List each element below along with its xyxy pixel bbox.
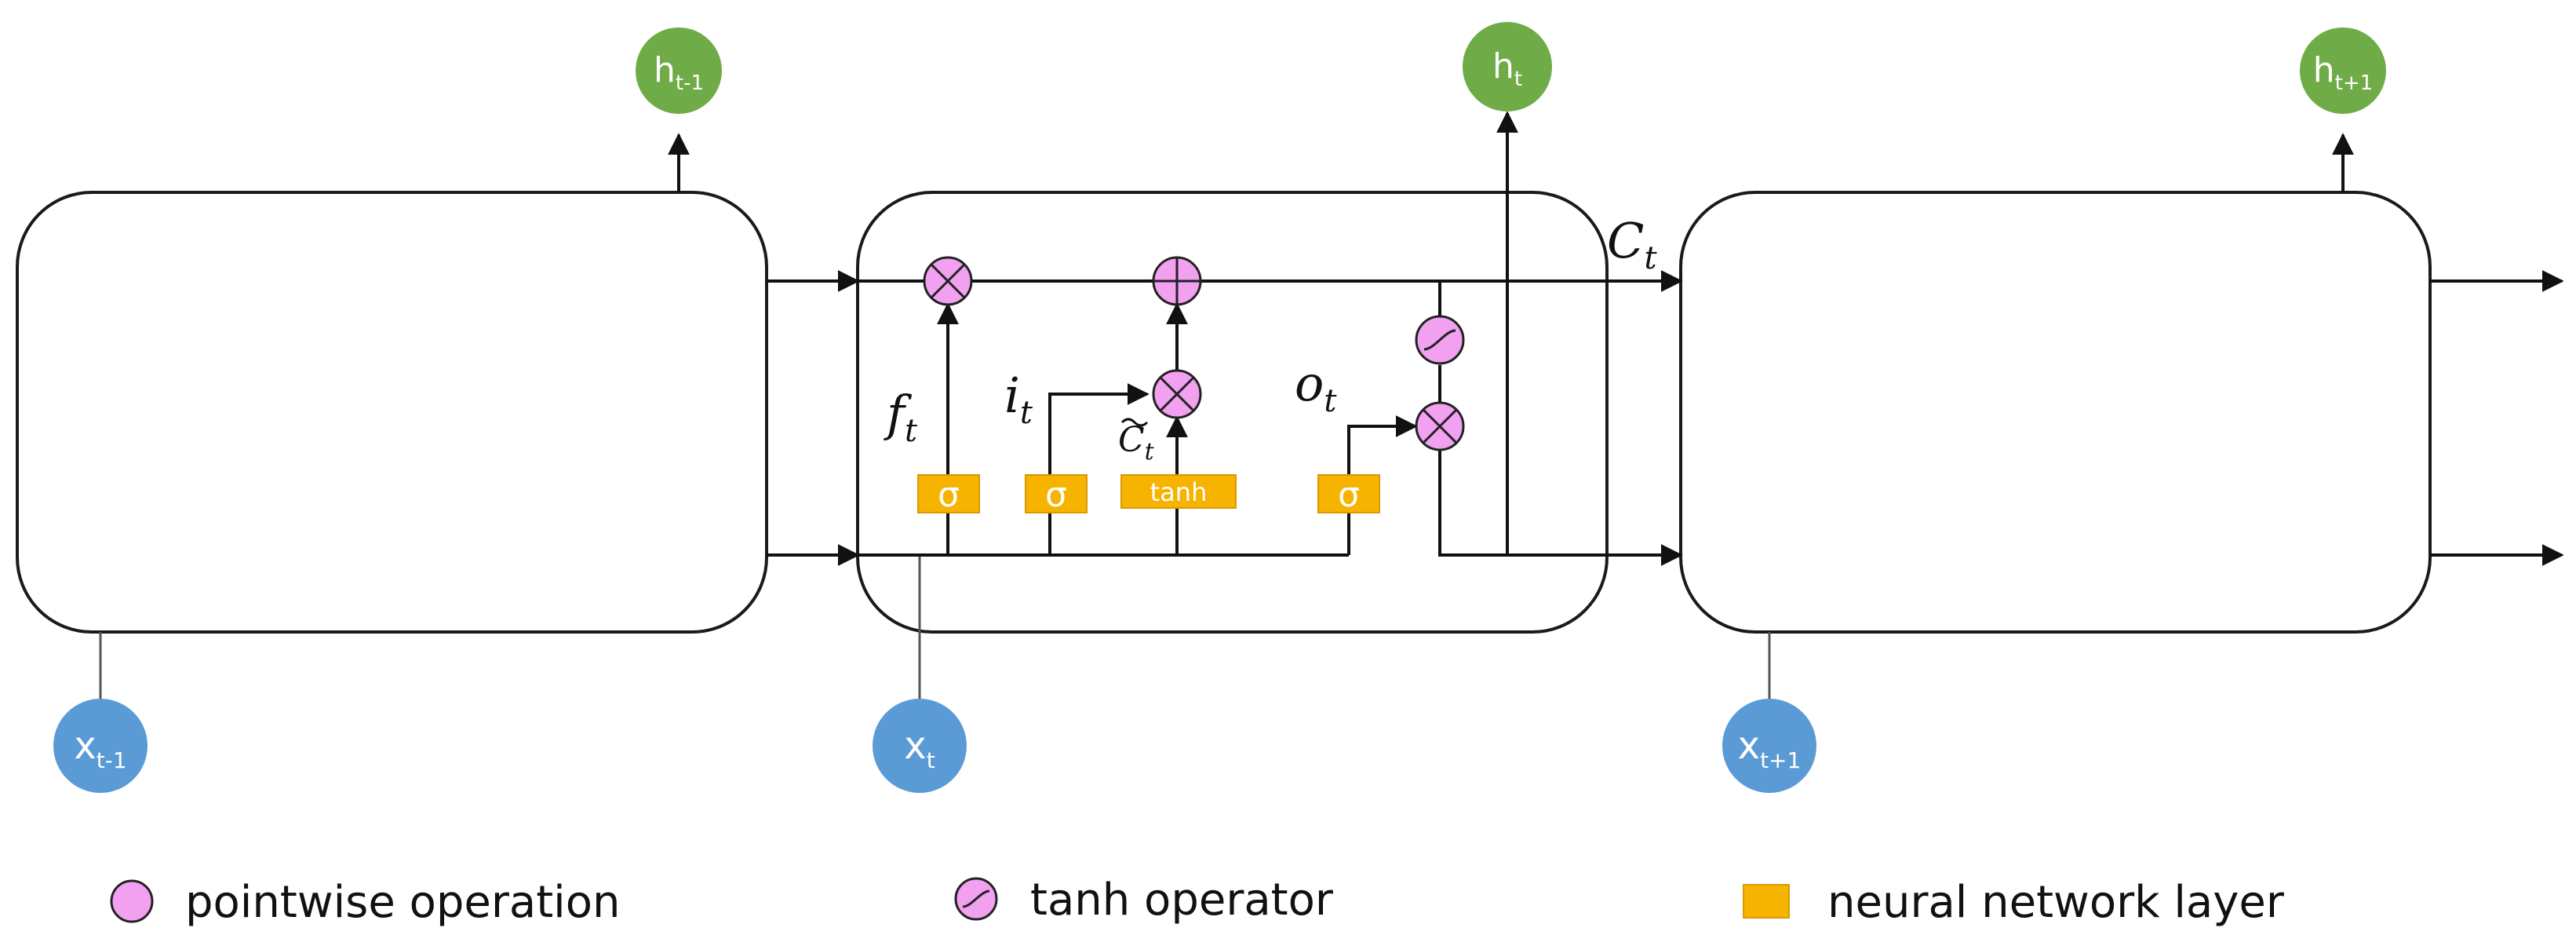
input-sigma-layer: σ: [1025, 474, 1088, 515]
cell-next: [1679, 191, 2432, 634]
output-node-curr: ht: [1463, 22, 1552, 111]
input-sigma-label: σ: [1045, 475, 1067, 515]
input-prev-base: x: [74, 724, 96, 768]
output-sigma-label: σ: [1338, 475, 1360, 515]
output-sigma-layer: σ: [1317, 474, 1380, 515]
svg-text:xt+1: xt+1: [1738, 724, 1802, 773]
output-node-next: ht+1: [2300, 27, 2386, 114]
output-curr-base: h: [1492, 46, 1514, 86]
output-to-hidden-wire: [1438, 451, 1607, 557]
tanh-operator: [1415, 315, 1465, 365]
legend-pointwise-text: pointwise operation: [185, 877, 620, 928]
input-gate-label: it: [1004, 367, 1033, 431]
output-prev-base: h: [654, 50, 676, 90]
output-next-base: h: [2313, 50, 2335, 90]
output-gate-label: ot: [1295, 355, 1337, 419]
legend-pointwise: pointwise operation: [110, 877, 620, 928]
forget-sigma-label: σ: [938, 475, 960, 515]
output-next-sub: t+1: [2335, 71, 2374, 95]
input-next-sub: t+1: [1760, 747, 1801, 773]
svg-text:xt: xt: [904, 724, 935, 773]
svg-text:ht: ht: [1492, 46, 1522, 91]
cell-prev: [16, 191, 768, 634]
output-multiply-op: [1415, 401, 1465, 451]
legend-layer-text: neural network layer: [1827, 877, 2285, 928]
candidate-label: Ct: [1118, 418, 1155, 466]
svg-text:xt-1: xt-1: [74, 724, 126, 773]
cell-current: [856, 191, 1609, 634]
output-curr-sub: t: [1514, 68, 1522, 91]
add-op: [1152, 256, 1202, 306]
tanh-label: tanh: [1150, 477, 1208, 507]
input-prev-sub: t-1: [97, 747, 127, 773]
tilde-mark: [1120, 418, 1149, 427]
cell-state-label: Ct: [1607, 212, 1657, 276]
legend-tanh-text: tanh operator: [1030, 875, 1334, 926]
svg-text:ht-1: ht-1: [654, 50, 704, 95]
output-node-prev: ht-1: [636, 27, 722, 114]
input-node-next: xt+1: [1722, 699, 1816, 793]
input-multiply-op: [1152, 369, 1202, 419]
forget-sigma-layer: σ: [917, 474, 980, 515]
legend-layer: neural network layer: [1743, 877, 2285, 928]
input-next-base: x: [1738, 724, 1760, 768]
candidate-tanh-layer: tanh: [1120, 474, 1237, 509]
svg-text:ht+1: ht+1: [2313, 50, 2373, 95]
output-prev-sub: t-1: [676, 71, 704, 95]
input-curr-base: x: [904, 724, 926, 768]
legend-tanh: tanh operator: [954, 875, 1334, 926]
forget-multiply-op: [923, 256, 973, 306]
input-node-prev: xt-1: [53, 699, 148, 793]
input-curr-sub: t: [927, 747, 935, 773]
input-node-curr: xt: [873, 699, 967, 793]
